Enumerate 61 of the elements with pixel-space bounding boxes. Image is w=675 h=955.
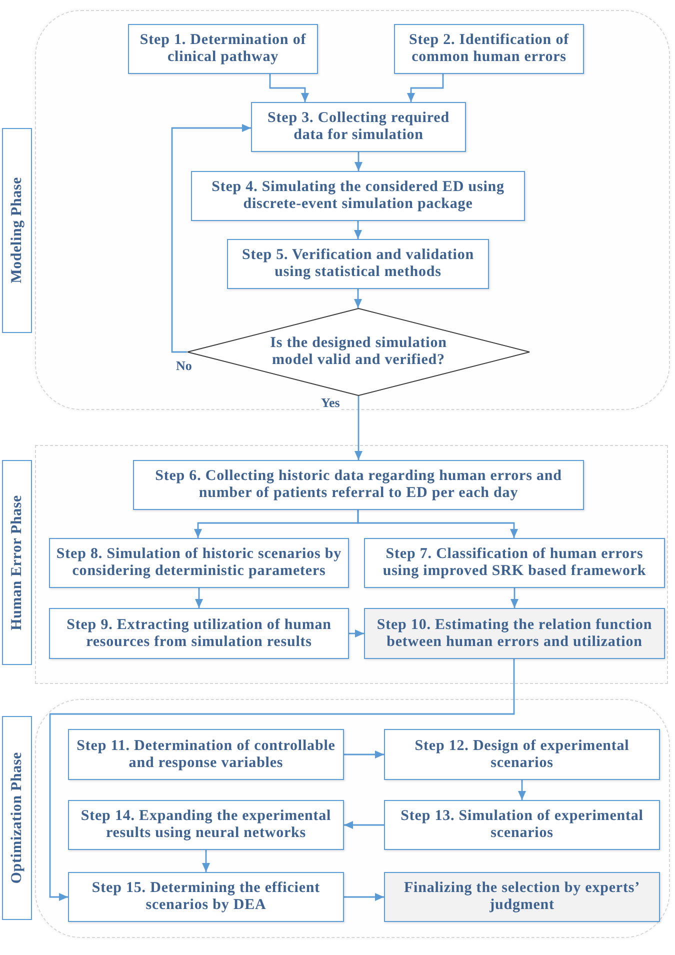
arrow	[49, 659, 515, 901]
step-text: Step 11. Determination of controllable and response variables	[76, 738, 336, 772]
arrow	[510, 588, 518, 608]
step-text: Step 4. Simulating the considered ED using discrete-event simulation package	[210, 179, 506, 213]
process-box	[191, 171, 525, 221]
step-text: Step 15. Determining the efficient scenarios by DEA	[90, 880, 322, 914]
arrow	[518, 780, 526, 800]
phase-label-box	[2, 128, 32, 333]
phase-container	[35, 699, 670, 938]
arrow	[344, 750, 384, 758]
process-box	[384, 729, 660, 780]
phase-container	[35, 445, 668, 684]
phase-label-box	[2, 460, 32, 665]
arrow	[195, 588, 203, 608]
decision-text: Is the designed simulation model valid and verified?	[269, 335, 448, 369]
arrow	[354, 289, 362, 308]
process-box	[251, 102, 466, 152]
arrow	[349, 630, 364, 638]
process-box	[49, 608, 349, 659]
arrow	[354, 396, 362, 460]
process-box	[133, 460, 584, 510]
arrow	[354, 152, 362, 171]
arrow	[354, 221, 362, 239]
process-box	[49, 538, 349, 588]
arrow	[171, 124, 251, 353]
arrow	[357, 510, 518, 538]
phase-label: Modeling Phase	[10, 177, 24, 284]
process-box	[364, 608, 665, 659]
process-box	[227, 239, 489, 289]
process-box	[394, 24, 584, 74]
process-box	[68, 800, 344, 850]
phase-label: Human Error Phase	[10, 494, 24, 630]
step-text: Finalizing the selection by experts’ judgment	[402, 880, 642, 914]
process-box	[68, 872, 344, 922]
arrow	[407, 74, 444, 102]
step-text: Step 10. Estimating the relation function between human errors and utilization	[376, 616, 654, 650]
process-box	[384, 800, 660, 850]
process-box	[384, 872, 660, 922]
step-text: Step 2. Identification of common human errors	[408, 32, 570, 66]
phase-container	[35, 10, 670, 410]
step-text: Step 1. Determination of clinical pathway	[138, 32, 308, 66]
step-text: Step 14. Expanding the experimental results using neural networks	[80, 808, 332, 842]
step-text: Step 8. Simulation of historic scenarios by considering deterministic parameters	[55, 546, 343, 580]
arrow	[202, 850, 210, 872]
arrow	[269, 74, 309, 102]
process-box	[364, 538, 665, 588]
process-box	[128, 24, 318, 74]
step-text: Step 5. Verification and validation using statistical methods	[241, 247, 475, 281]
step-text: Step 3. Collecting required data for simulation	[266, 110, 450, 144]
edge-label: No	[175, 359, 193, 373]
step-text: Step 6. Collecting historic data regarding human errors and number of patients referral to ED per each day	[154, 468, 563, 502]
step-text: Step 12. Design of experimental scenarios	[414, 738, 630, 772]
edge-label: Yes	[320, 396, 341, 410]
step-text: Step 13. Simulation of experimental scenarios	[400, 808, 644, 842]
arrow	[344, 821, 384, 829]
phase-label: Optimization Phase	[10, 752, 24, 884]
phase-label-box	[2, 716, 32, 920]
process-box	[68, 729, 344, 780]
arrow	[344, 893, 384, 901]
step-text: Step 9. Extracting utilization of human resources from simulation results	[66, 616, 332, 650]
step-text: Step 7. Classification of human errors using improved SRK based framework	[382, 546, 648, 580]
